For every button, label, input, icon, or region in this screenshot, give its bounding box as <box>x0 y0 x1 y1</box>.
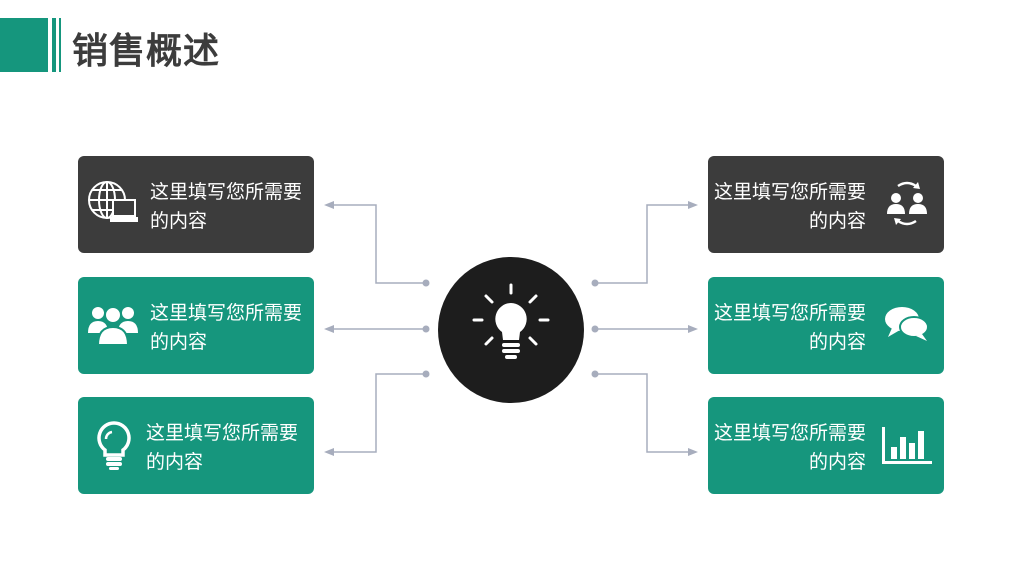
lightbulb-outline-icon <box>86 419 140 471</box>
connector-arrow <box>688 325 698 333</box>
card-text: 这里填写您所需要的内容 <box>713 302 866 353</box>
card-right-3: 这里填写您所需要的内容 <box>708 397 944 494</box>
page-title: 销售概述 <box>72 31 221 72</box>
connector-dot <box>591 325 599 333</box>
connector-left-3 <box>330 373 426 453</box>
card-text: 这里填写您所需要的内容 <box>146 422 299 473</box>
user-exchange-icon <box>880 178 934 230</box>
connector-arrow <box>324 448 334 456</box>
connector-arrow <box>688 448 698 456</box>
center-circle <box>438 257 584 403</box>
connector-dot <box>422 279 430 287</box>
connector-dot <box>422 325 430 333</box>
lightbulb-icon <box>472 283 550 359</box>
connector-arrow <box>324 325 334 333</box>
connector-right-3 <box>595 373 692 453</box>
connector-dot <box>591 279 599 287</box>
card-right-1: 这里填写您所需要的内容 <box>708 156 944 253</box>
people-group-icon <box>86 299 140 351</box>
card-left-3: 这里填写您所需要的内容 <box>78 397 314 494</box>
chat-bubbles-icon <box>880 299 934 351</box>
bar-chart-icon <box>880 419 934 471</box>
card-right-2: 这里填写您所需要的内容 <box>708 277 944 374</box>
card-text: 这里填写您所需要的内容 <box>150 181 303 232</box>
card-text: 这里填写您所需要的内容 <box>150 302 303 353</box>
connector-arrow <box>688 201 698 209</box>
connector-dot <box>591 370 599 378</box>
connector-dot <box>422 370 430 378</box>
card-left-2: 这里填写您所需要的内容 <box>78 277 314 374</box>
title-accent-bar <box>52 18 56 72</box>
connector-right-1 <box>595 204 692 284</box>
title-accent-bar-thin <box>59 18 61 72</box>
title-accent-block <box>0 18 48 72</box>
card-left-1: 这里填写您所需要的内容 <box>78 156 314 253</box>
connector-arrow <box>324 201 334 209</box>
card-text: 这里填写您所需要的内容 <box>713 422 866 473</box>
globe-computer-icon <box>86 178 140 230</box>
card-text: 这里填写您所需要的内容 <box>713 181 866 232</box>
connector-left-1 <box>330 204 426 284</box>
